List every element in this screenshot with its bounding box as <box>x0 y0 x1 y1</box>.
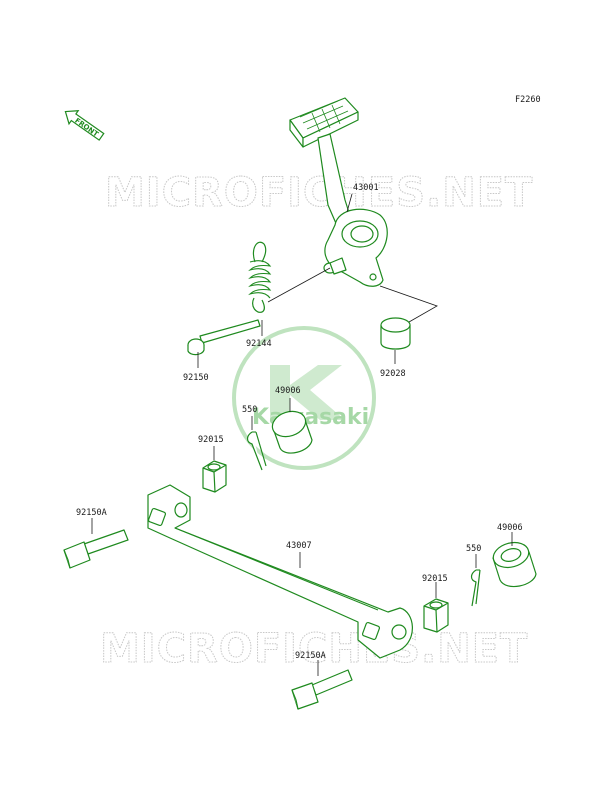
kawasaki-logo: Kawasaki <box>232 326 376 470</box>
bolt-92150A-bottom <box>291 669 353 710</box>
brake-pedal-43001 <box>289 97 388 287</box>
bushing-92028 <box>380 317 411 350</box>
label-550-lower: 550 <box>466 544 481 554</box>
front-arrow-icon: FRONT <box>64 110 105 141</box>
label-550-upper: 550 <box>242 405 257 415</box>
label-92150A-left: 92150A <box>76 508 107 518</box>
bolt-92150A-left <box>63 529 129 569</box>
nut-92015-lower <box>423 598 449 633</box>
label-92150A-bottom: 92150A <box>295 651 326 661</box>
label-43007: 43007 <box>286 541 312 551</box>
label-92144: 92144 <box>246 339 272 349</box>
label-92015-upper: 92015 <box>198 435 224 445</box>
label-92150: 92150 <box>183 373 209 383</box>
nut-92015-upper <box>202 460 227 493</box>
brake-rod-43007 <box>147 484 413 659</box>
label-49006-upper: 49006 <box>275 386 301 396</box>
return-spring-92144 <box>248 241 272 313</box>
label-92015-lower: 92015 <box>422 574 448 584</box>
cotter-pin-550-upper <box>246 431 267 471</box>
label-43001: 43001 <box>353 183 379 193</box>
logo-text: Kawasaki <box>252 405 369 430</box>
label-92028: 92028 <box>380 369 406 379</box>
watermark-top: MICROFICHES.NET <box>105 170 533 216</box>
pivot-bolt-92150 <box>187 319 261 356</box>
cotter-pin-550-lower <box>470 569 481 607</box>
watermark-bottom: MICROFICHES.NET <box>100 626 528 672</box>
collar-49006-upper <box>271 410 313 454</box>
label-49006-lower: 49006 <box>497 523 523 533</box>
collar-49006-lower <box>492 541 537 588</box>
diagram-code: F2260 <box>515 95 541 105</box>
